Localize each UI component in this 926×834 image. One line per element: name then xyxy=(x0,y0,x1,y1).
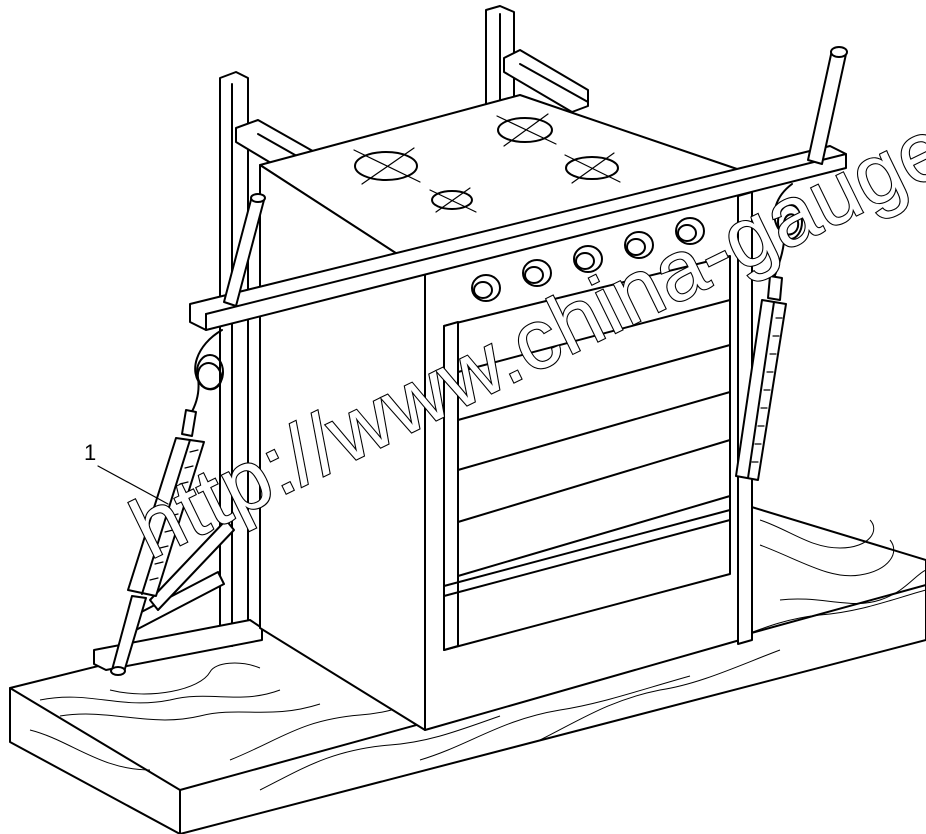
part-label: 1 xyxy=(84,440,96,465)
knob-icon xyxy=(573,245,603,273)
front-beam xyxy=(189,145,847,331)
handle-rods xyxy=(223,46,848,307)
burner-icon xyxy=(496,113,557,147)
knob-icon xyxy=(675,217,705,245)
right-force-gauge xyxy=(735,183,803,481)
left-force-gauge xyxy=(110,329,224,676)
burner-icon xyxy=(564,152,621,184)
burners xyxy=(353,113,621,213)
knob-icon xyxy=(624,231,654,259)
knob-icon xyxy=(471,274,501,302)
burner-icon xyxy=(429,187,477,213)
part-callout: 1 xyxy=(84,440,169,505)
leader-line xyxy=(97,465,169,505)
oven-door xyxy=(443,255,731,651)
hook-icon xyxy=(773,183,800,279)
burner-icon xyxy=(353,147,421,185)
control-knobs xyxy=(471,217,705,302)
knob-icon xyxy=(522,259,552,287)
hook-icon xyxy=(189,329,223,416)
